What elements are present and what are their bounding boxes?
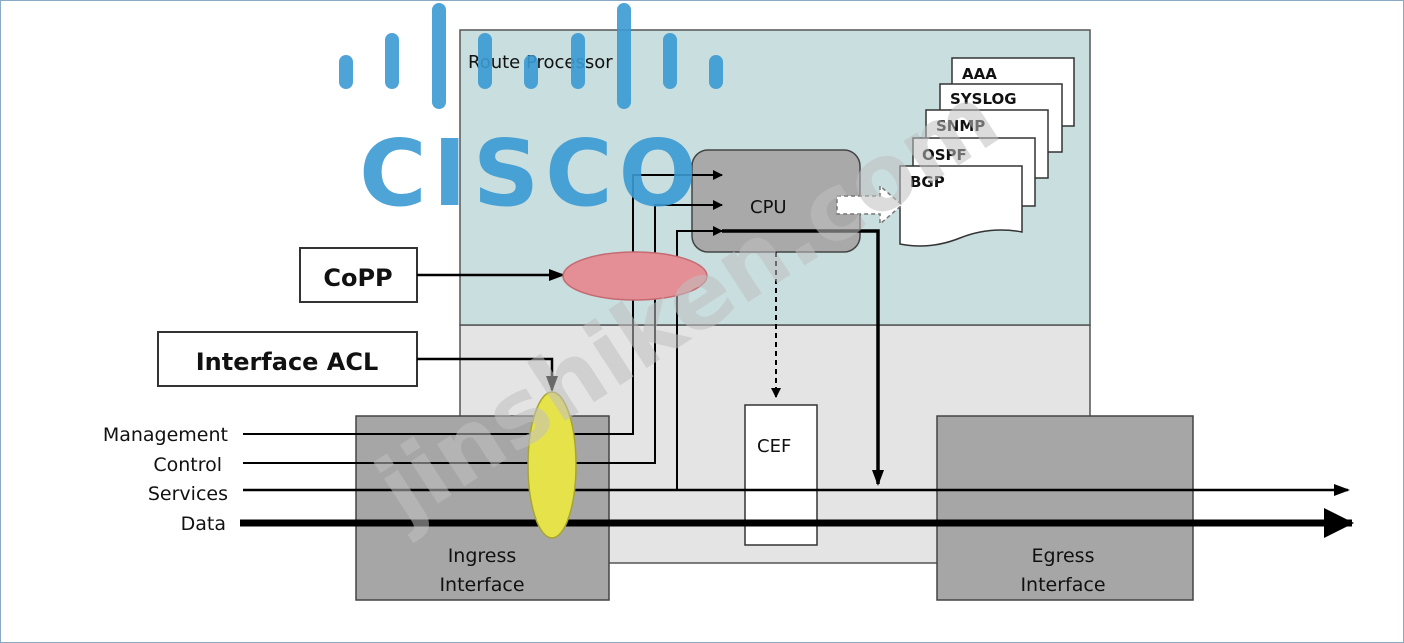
acl-filter-ellipse <box>527 391 577 539</box>
egress-interface: Egress Interface <box>936 415 1194 601</box>
interface-acl-label: Interface ACL <box>196 348 379 376</box>
copp-policy-ellipse <box>562 251 708 301</box>
interface-acl-box <box>157 331 418 387</box>
cisco-logo-watermark: CISCO <box>339 3 723 227</box>
control-path <box>243 200 723 464</box>
services-to-cpu-path <box>676 226 723 490</box>
protocol-label-syslog: SYSLOG <box>950 90 1017 108</box>
egress-label-line2: Interface <box>1020 574 1105 596</box>
cpu-return-path <box>722 229 884 486</box>
traffic-plane-labels: Management Control Services Data <box>103 424 228 535</box>
protocol-stack: AAA SYSLOG SNMP OSPF BGP <box>899 57 1075 247</box>
cef-label: CEF <box>757 436 791 457</box>
egress-label-line1: Egress <box>1032 545 1095 567</box>
copp-block: CoPP <box>299 247 708 303</box>
copp-label: CoPP <box>323 264 392 292</box>
cisco-logo-text: CISCO <box>359 120 703 227</box>
plane-label-control: Control <box>153 454 222 476</box>
ingress-label-line2: Interface <box>439 574 524 596</box>
plane-label-management: Management <box>103 424 228 446</box>
plane-label-services: Services <box>148 483 228 505</box>
cpu-block: CPU <box>691 149 861 253</box>
cpu-label: CPU <box>750 197 787 218</box>
cisco-logo-bars <box>339 3 723 109</box>
management-path <box>243 170 723 435</box>
cpu-to-protocols-arrow <box>836 184 904 226</box>
ingress-label-line1: Ingress <box>448 545 517 567</box>
protocol-page-bgp: BGP <box>899 165 1023 247</box>
plane-label-data: Data <box>181 513 226 535</box>
protocol-label-bgp: BGP <box>910 173 945 191</box>
traffic-paths <box>240 170 1354 538</box>
interface-acl-arrow <box>417 357 558 392</box>
protocol-label-ospf: OSPF <box>922 146 967 164</box>
protocol-label-snmp: SNMP <box>936 117 985 135</box>
protocol-label-aaa: AAA <box>962 65 997 83</box>
interface-acl-block: Interface ACL <box>157 331 577 539</box>
